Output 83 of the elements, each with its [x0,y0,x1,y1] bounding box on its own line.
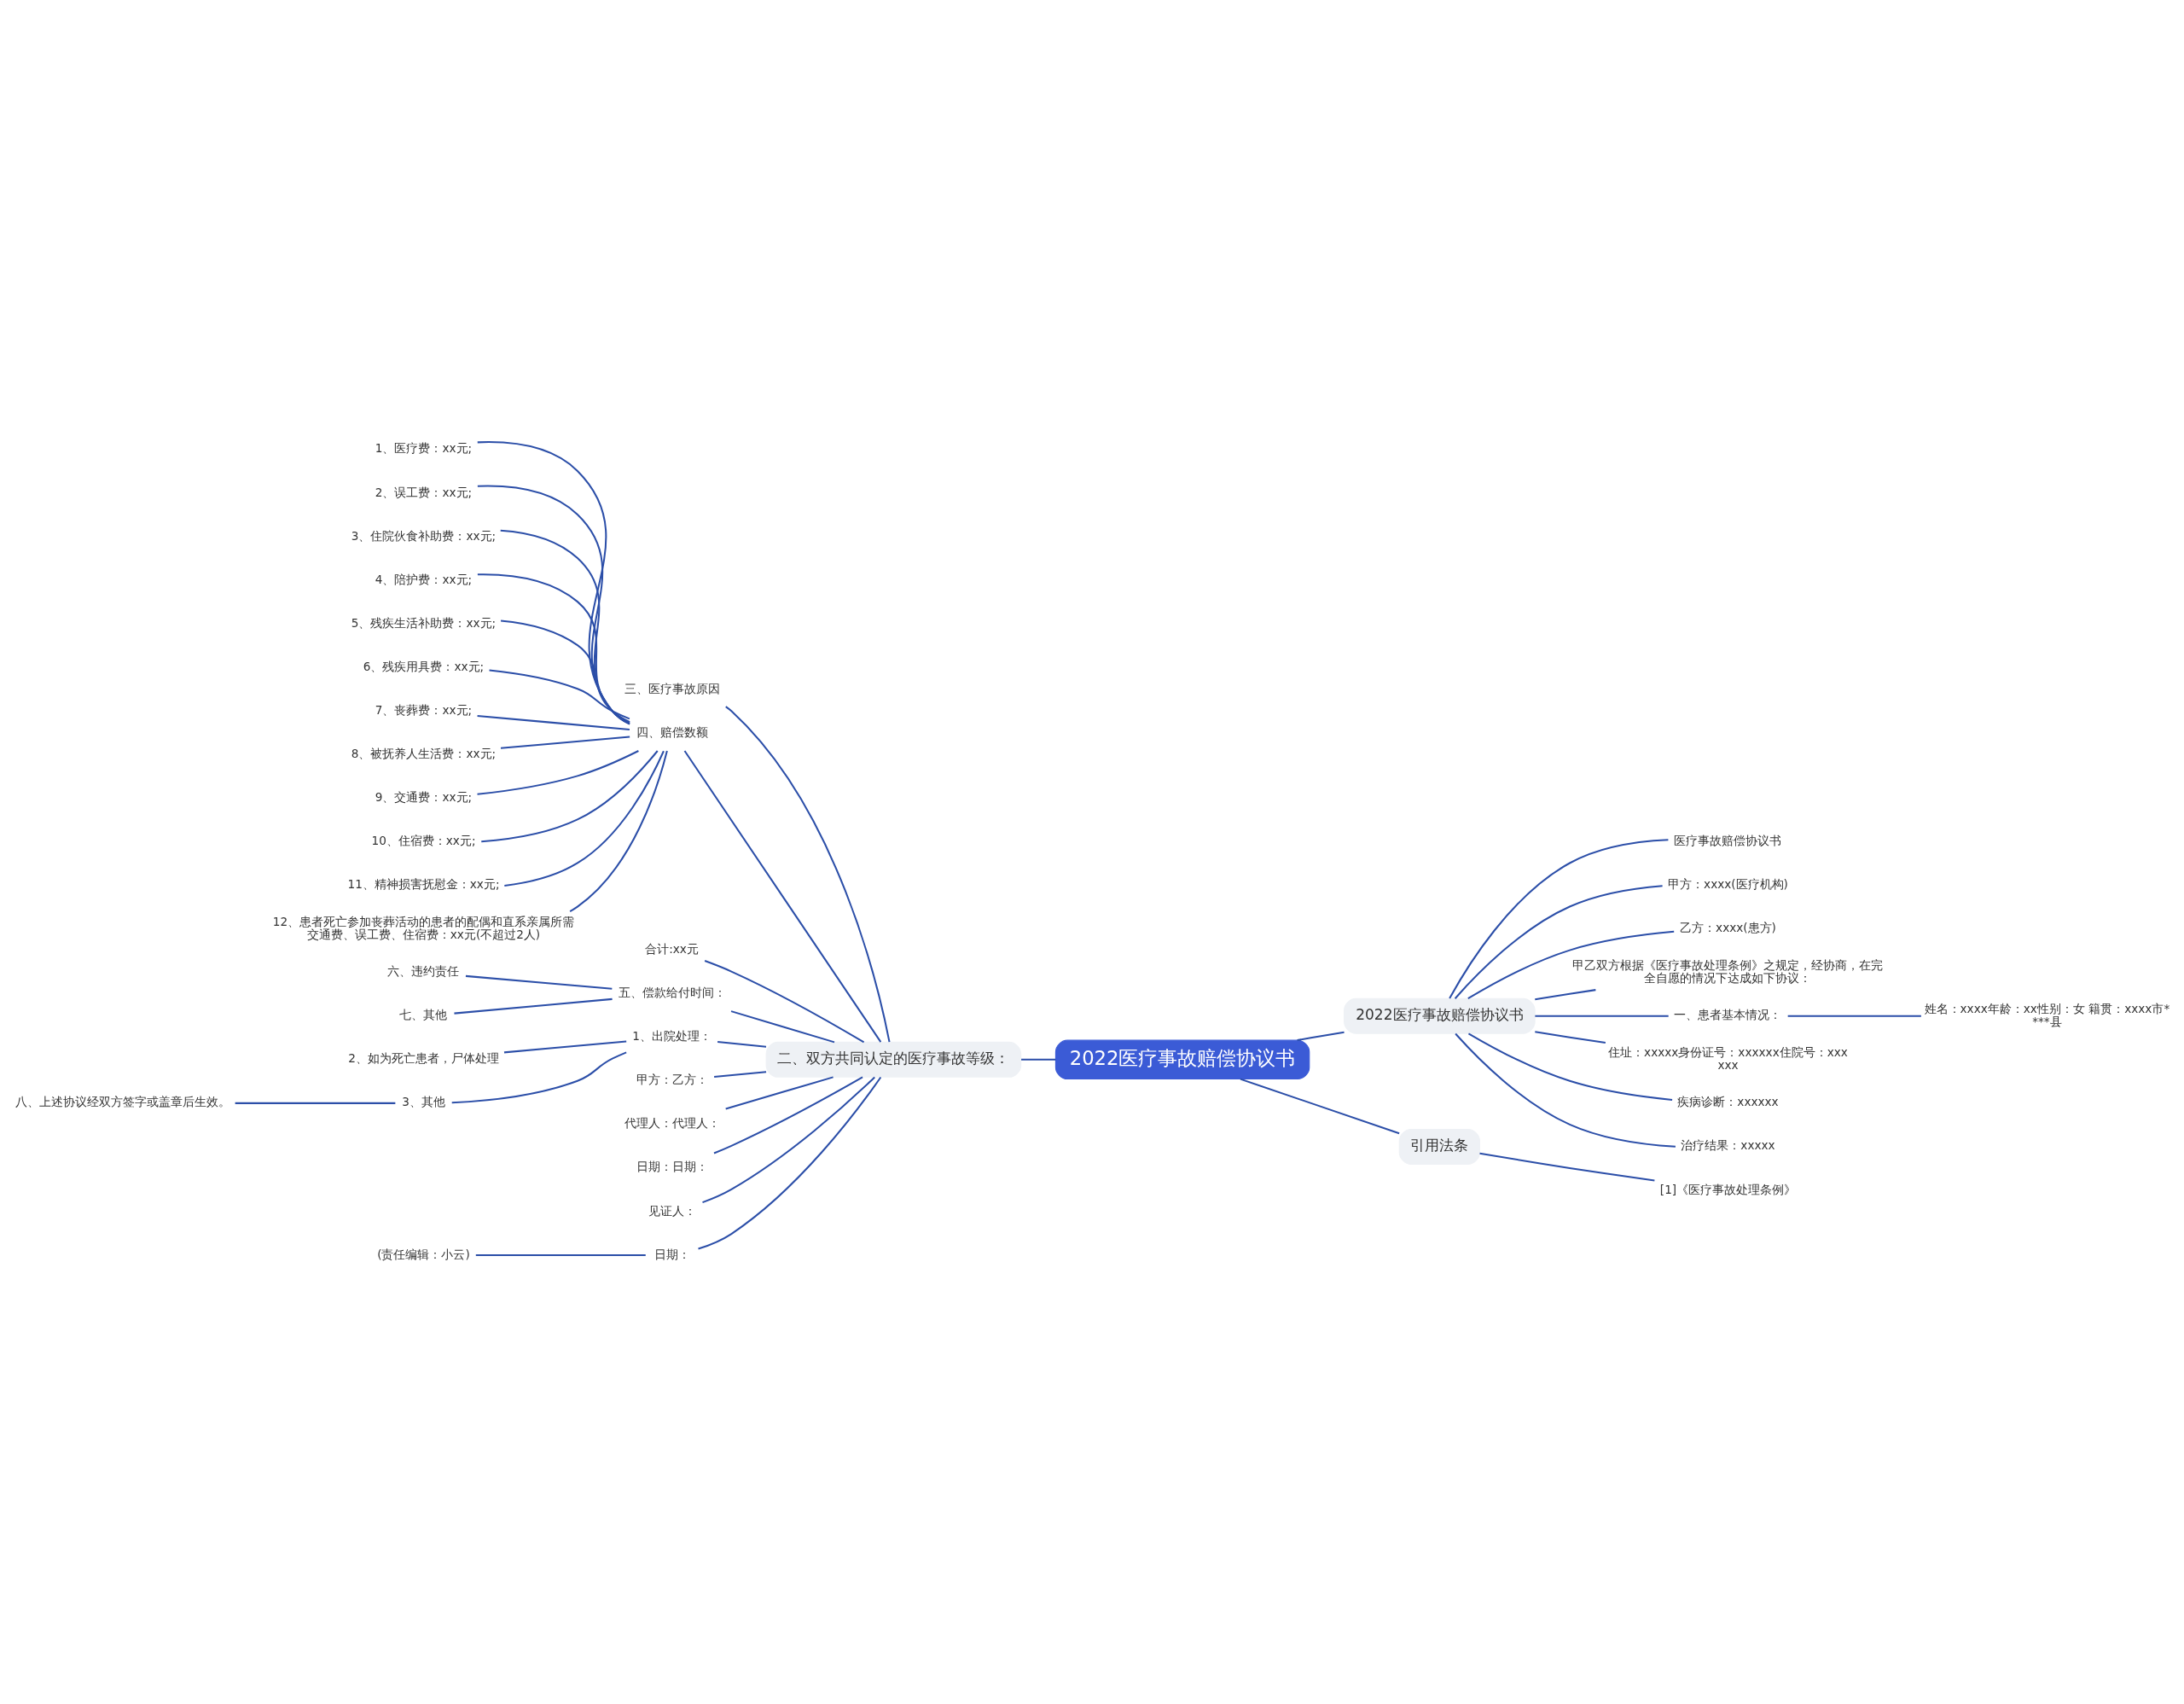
node-text: 4、陪护费：xx元; [375,572,473,586]
node-text: 姓名：xxxx年龄：xx性别：女 籍贯：xxxx市****县 [1924,1001,2170,1028]
node-text: 7、丧葬费：xx元; [375,702,473,717]
node-text: 疾病诊断：xxxxxx [1677,1094,1779,1108]
node-text: 甲方：xxxx(医疗机构) [1668,876,1788,891]
connector [477,573,630,724]
connector [1467,1032,1673,1101]
node-text: 一、患者基本情况： [1674,1007,1782,1021]
connector [702,1076,875,1203]
node-box: 2022医疗事故赔偿协议书 [1344,997,1536,1034]
node-text: 10、住宿费：xx元; [371,833,476,847]
node-text: 治疗结果：xxxxx [1681,1137,1775,1152]
connector [454,997,613,1015]
connector [569,750,668,912]
connector [725,1075,834,1110]
connector [1467,930,1675,999]
node-text: 日期：日期： [636,1159,708,1173]
connector [477,485,630,724]
node-text: 合计:xx元 [645,941,699,956]
node-text: 12、患者死亡参加丧葬活动的患者的配偶和直系亲属所需交通费、误工费、住宿费：xx元(不超过2人) [272,914,575,941]
node-text: 5、残疾生活补助费：xx元; [351,615,497,630]
node-text: 住址：xxxxx身份证号：xxxxxx住院号：xxxxxx [1608,1044,1848,1072]
connector [1535,1030,1606,1044]
node-text: (责任编辑：小云) [377,1247,470,1261]
node-text: 11、精神损害抚慰金：xx元; [347,876,500,891]
node-text: 6、残疾用具费：xx元; [363,659,485,673]
connector [1455,1032,1676,1148]
node-text: 甲方：乙方： [636,1072,708,1086]
node-box: 二、双方共同认定的医疗事故等级： [765,1041,1022,1078]
connector [1535,988,1596,1000]
connector [1449,838,1669,999]
node-text: [1]《医疗事故处理条例》 [1659,1182,1797,1196]
node-text: 甲乙双方根据《医疗事故处理条例》之规定，经协商，在完全自愿的情况下达成如下协议： [1572,957,1884,985]
connector [489,669,630,719]
node-box: 2022医疗事故赔偿协议书 [1054,1039,1310,1079]
connector [500,529,630,724]
connector [503,1039,627,1053]
node-text: 医疗事故赔偿协议书 [1674,833,1782,847]
connector [704,959,865,1043]
connector [477,440,630,725]
node-text: 八、上述协议经双方签字或盖章后生效。 [15,1094,231,1108]
connector [730,1009,835,1043]
node-text: 七、其他 [399,1007,448,1021]
node-text: 五、偿款给付时间： [618,985,726,999]
connector [504,750,665,887]
connector [1021,1058,1056,1061]
connector [451,1050,627,1103]
node-text: 见证人： [648,1202,696,1217]
connector [725,705,891,1042]
connector [500,736,630,749]
connector [1454,884,1663,999]
connector [717,1040,767,1048]
connector [683,749,882,1043]
connector [714,1070,767,1078]
connector [465,974,613,990]
node-text: 2、误工费：xx元; [375,485,473,499]
node-text: 2、如为死亡患者，尸体处理 [348,1050,499,1065]
node-text: 三、医疗事故原因 [624,681,720,695]
node-text: 四、赔偿数额 [636,724,708,739]
node-text: 六、违约责任 [387,963,460,978]
node-text: 乙方：xxxx(患方) [1680,920,1776,934]
connector [477,714,630,730]
connector [1787,1015,1921,1017]
connector [1297,1031,1345,1041]
connector [698,1076,882,1250]
node-text: 日期： [653,1247,690,1261]
node-text: 1、出院处理： [632,1028,712,1043]
connector [1240,1078,1400,1134]
connector [477,749,639,795]
node-text: 代理人：代理人： [624,1115,720,1130]
node-text: 8、被抚养人生活费：xx元; [351,746,497,760]
node-text: 3、其他 [402,1094,445,1108]
node-text: 3、住院伙食补助费：xx元; [351,528,497,543]
connector [475,1253,646,1256]
node-text: 9、交通费：xx元; [375,789,473,804]
connector [481,749,659,842]
node-box: 引用法条 [1398,1128,1480,1165]
connector [1479,1152,1655,1181]
connector [235,1102,396,1104]
node-text: 1、医疗费：xx元; [375,440,473,455]
connector [713,1076,863,1154]
connector [1535,1015,1669,1017]
connector [500,619,630,723]
